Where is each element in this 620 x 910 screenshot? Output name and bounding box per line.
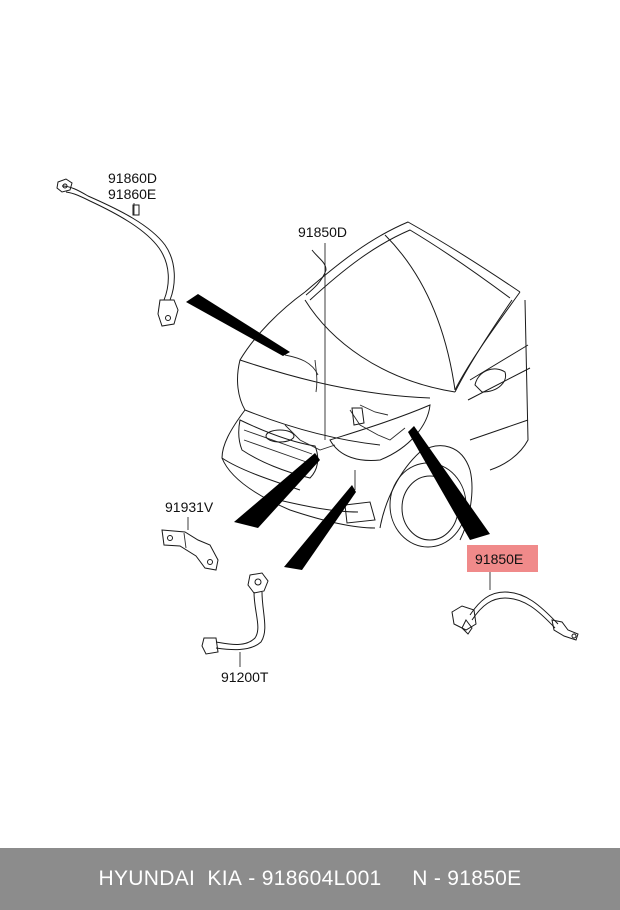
parts-diagram: 91860D 91860E 91850D 91931V 91850E 91200… [56,170,579,685]
cable-91850e [451,591,579,641]
car-illustration [221,221,531,548]
footer-gap [382,867,413,891]
callout-91200t[interactable]: 91200T [221,669,269,685]
footer-separator: - [242,867,262,890]
footer-n-label: N [412,867,428,890]
highlight-box [467,545,538,572]
footer-bar: HYUNDAI KIA - 918604L001 N - 91850E [0,848,620,910]
footer-n-value: 91850E [447,867,522,890]
pointer-wedge-1 [186,294,290,356]
cable-91200t [201,572,269,655]
cable-91860 [56,178,179,327]
pointer-wedge-3 [284,485,356,570]
callout-91931v[interactable]: 91931V [165,499,214,515]
callout-91860e[interactable]: 91860E [108,186,156,202]
pointer-wedge-4 [408,426,490,540]
callout-91860d[interactable]: 91860D [108,170,157,186]
callout-91850d[interactable]: 91850D [298,224,347,240]
pointer-wedge-2 [234,453,320,528]
footer-part-number: 918604L001 [261,867,382,890]
callout-91850e[interactable]: 91850E [475,551,523,567]
footer-separator-2: - [427,867,448,890]
bracket-91931v [161,529,219,571]
footer-brand: HYUNDAI KIA [98,867,243,890]
